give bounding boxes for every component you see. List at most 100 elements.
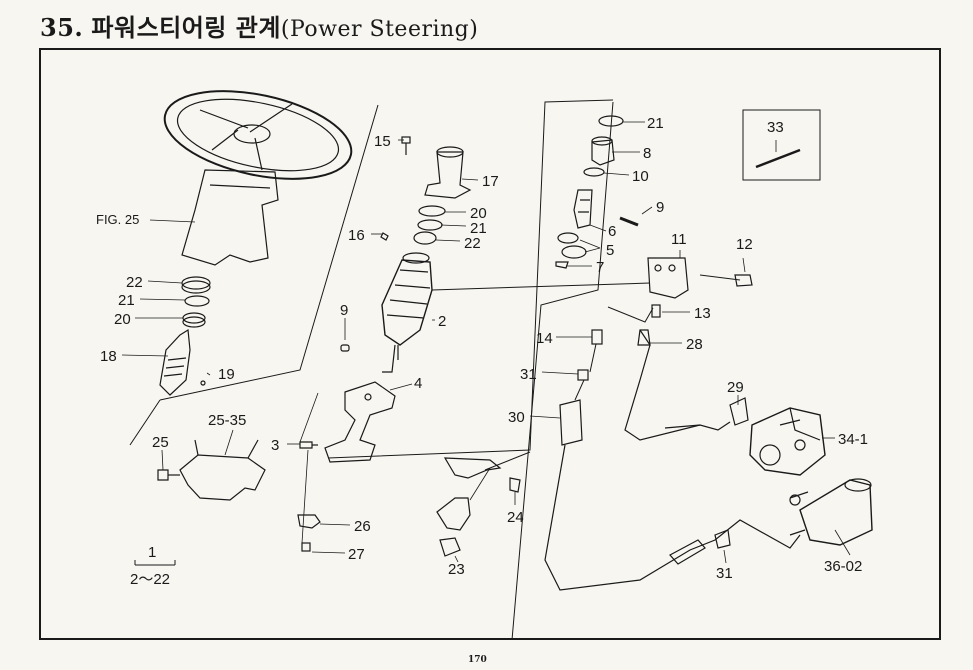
label-22-center: 22 [464,235,481,252]
envelope-lines-center [327,99,614,471]
label-31-upper: 31 [520,366,537,383]
ring-21 [417,219,443,231]
spool-6 [573,189,593,229]
label-7: 7 [596,259,604,276]
label-21-center: 21 [470,220,487,237]
inset-box-33 [742,109,821,181]
group-bracket [134,560,176,566]
bracket-4 [324,381,396,463]
label-14: 14 [536,330,553,347]
ring-5a [557,232,579,244]
label-26: 26 [354,518,371,535]
bolt-3 [299,441,318,449]
label-21-right: 21 [647,115,664,132]
label-9-left: 9 [340,302,348,319]
envelope-lines-right [511,101,614,641]
label-20-center: 20 [470,205,487,222]
pin-9-left [340,344,350,352]
lever-23 [436,497,471,557]
label-9-right: 9 [656,199,664,216]
bolt-12 [734,274,753,287]
label-13: 13 [694,305,711,322]
link-rod [469,467,491,501]
label-34-1: 34-1 [838,431,868,448]
ring-5b [561,245,587,259]
ring-22 [413,231,437,245]
label-16: 16 [348,227,365,244]
label-25: 25 [152,434,169,451]
tank-36-02 [789,478,873,546]
label-27: 27 [348,546,365,563]
pin-19 [200,380,206,386]
label-28: 28 [686,336,703,353]
label-5: 5 [606,242,614,259]
label-24: 24 [507,509,524,526]
clip-31-lower [714,529,731,549]
label-11: 11 [671,231,687,248]
page-title: 35. 파워스티어링 관계(Power Steering) [40,8,478,43]
clip-7 [555,261,569,269]
label-30: 30 [508,409,525,426]
hose-sleeve-30 [559,399,583,446]
bracket-25-35 [179,439,266,501]
leader-3-27 [299,392,319,544]
label-12: 12 [736,236,753,253]
fitting-11 [647,257,689,299]
fitting-14 [591,329,603,345]
label-15: 15 [374,133,391,150]
column-cover [181,169,279,266]
return-hose [544,444,801,591]
label-18: 18 [100,348,117,365]
label-3: 3 [271,437,279,454]
bracket-plate [443,457,502,479]
section-title-english: (Power Steering) [280,17,479,42]
left-bearing-stack [181,276,211,328]
label-25-35: 25-35 [208,412,246,429]
bolt-24 [509,477,521,493]
label-4: 4 [414,375,422,392]
group-range-label: 2～22 [130,571,170,588]
label-31-lower: 31 [716,565,733,582]
hose-28 [624,329,701,441]
column-valve-2 [381,252,433,373]
label-33: 33 [767,119,784,136]
label-21-left: 21 [118,292,135,309]
label-20-left: 20 [114,311,131,328]
pump-34-1 [749,407,826,476]
label-fig-25: FIG. 25 [96,212,139,227]
section-title-korean: 파워스티어링 관계 [91,13,281,42]
steering-wheel [163,90,353,180]
label-8: 8 [643,145,651,162]
label-10: 10 [632,168,649,185]
hose-link-13 [607,306,654,323]
hose-sleeve-lower [669,539,706,565]
label-36-02: 36-02 [824,558,862,575]
leader-lines [121,121,851,564]
boot-17 [424,146,472,199]
ring-10 [583,167,605,177]
fitting-29 [729,397,749,426]
group-ref-label: 1 [148,544,156,561]
line-valve-fitting [431,282,651,291]
label-29: 29 [727,379,744,396]
leader-12 [699,274,741,281]
fitting-13 [651,304,661,318]
label-22-left: 22 [126,274,143,291]
label-6: 6 [608,223,616,240]
hose-28-end [637,329,651,346]
bolt-27 [301,542,311,552]
bolt-25 [157,469,180,481]
left-shaft-part-18 [159,328,191,396]
pin-16 [380,232,389,241]
label-23: 23 [448,561,465,578]
envelope-lines-left [129,104,379,446]
label-19: 19 [218,366,235,383]
hose-upper [574,343,597,401]
clamp-26 [297,514,321,529]
pump-hose [664,421,731,431]
ring-20 [418,205,446,217]
bushing-8 [591,136,615,166]
diagram-frame [39,48,941,640]
label-2: 2 [438,313,446,330]
